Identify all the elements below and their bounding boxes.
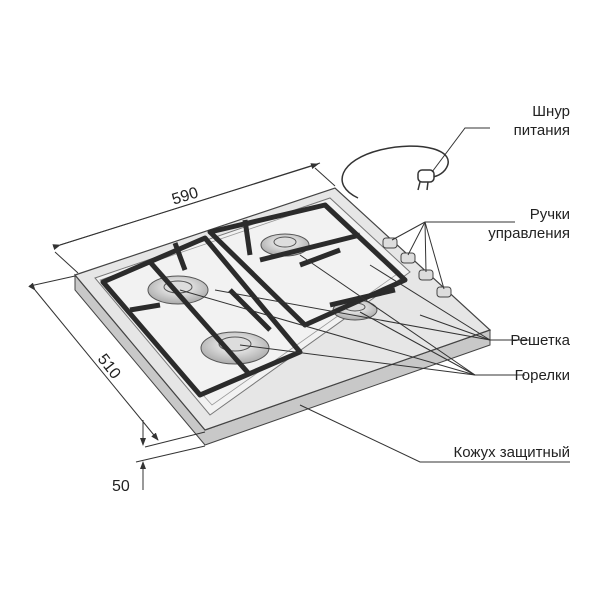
label-control-knobs-line1: Ручки [529,206,570,223]
power-cord [341,145,449,199]
label-power-cord: Шнур питания [490,102,570,140]
label-burners: Горелки [514,367,570,384]
label-grate: Решетка [510,332,570,349]
label-control-knobs-line2: управления [488,225,570,242]
label-power-cord-line1: Шнур [532,103,570,120]
hob-body [73,187,492,446]
label-power-cord-line2: питания [513,122,570,139]
dimension-height: 50 [112,478,130,495]
label-protective-casing: Кожух защитный [453,444,570,461]
leader-lines [179,127,570,463]
label-control-knobs: Ручки управления [460,205,570,243]
dimension-lines [28,162,336,490]
control-knobs [382,237,452,298]
